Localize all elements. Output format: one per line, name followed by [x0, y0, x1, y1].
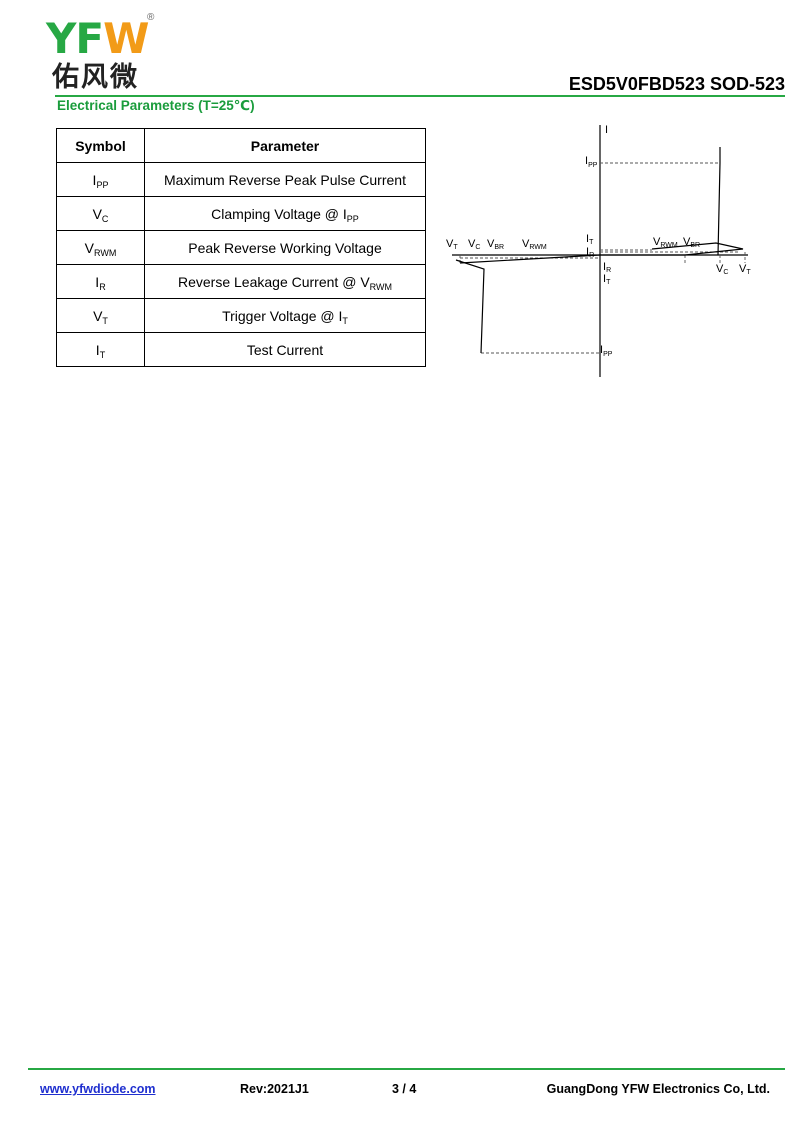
parameter-cell: Peak Reverse Working Voltage	[144, 230, 426, 265]
header-divider	[55, 95, 785, 97]
label-vc-left: VC	[468, 238, 480, 251]
parameter-cell: Trigger Voltage @ IT	[144, 298, 426, 333]
label-vrwm-left: VRWM	[522, 238, 547, 251]
label-ipp-lower: IPP	[600, 344, 613, 358]
header-parameter: Parameter	[144, 128, 426, 163]
table-row: VT Trigger Voltage @ IT	[56, 298, 426, 333]
header-symbol: Symbol	[56, 128, 145, 163]
parameter-cell: Clamping Voltage @ IPP	[144, 196, 426, 231]
label-ir-upper: IR	[586, 246, 594, 259]
label-vbr-left: VBR	[487, 238, 504, 251]
label-vt-right: VT	[739, 263, 751, 276]
website-link[interactable]: www.yfwdiode.com	[40, 1082, 156, 1096]
parameter-cell: Reverse Leakage Current @ VRWM	[144, 264, 426, 299]
parameter-cell: Test Current	[144, 332, 426, 367]
symbol-cell: VC	[56, 196, 145, 231]
symbol-cell: VRWM	[56, 230, 145, 265]
logo-wordmark: YFW	[46, 14, 149, 63]
label-it-upper: IT	[586, 233, 594, 246]
table-row: VC Clamping Voltage @ IPP	[56, 196, 426, 231]
parameters-table: Symbol Parameter IPP Maximum Reverse Pea…	[56, 128, 426, 367]
symbol-cell: IPP	[56, 162, 145, 197]
label-vc-right: VC	[716, 263, 728, 276]
axis-label-i: I	[605, 124, 608, 136]
label-vt-left: VT	[446, 238, 458, 251]
company-logo: YFW ® 佑风微	[46, 12, 166, 94]
label-ir-lower: IR	[603, 261, 611, 274]
company-name: GuangDong YFW Electronics Co, Ltd.	[546, 1082, 770, 1096]
label-vrwm-right: VRWM	[653, 236, 678, 249]
label-ipp-upper: IPP	[585, 155, 598, 169]
label-vbr-right: VBR	[683, 236, 700, 249]
footer-divider	[28, 1068, 785, 1070]
symbol-cell: IR	[56, 264, 145, 299]
document-title: ESD5V0FBD523 SOD-523	[568, 74, 785, 94]
table-row: VRWM Peak Reverse Working Voltage	[56, 230, 426, 265]
reference-lines	[459, 162, 746, 354]
iv-curve	[455, 147, 744, 354]
symbol-cell: IT	[56, 332, 145, 367]
table-row: IT Test Current	[56, 332, 426, 367]
table-row: IR Reverse Leakage Current @ VRWM	[56, 264, 426, 299]
iv-curve-diagram: I IPP IPP VT VC VBR VRWM IT IR IR IT VRW…	[446, 124, 751, 377]
section-title: Electrical Parameters (T=25℃)	[57, 98, 255, 113]
registered-mark-icon: ®	[147, 12, 155, 23]
table-header-row: Symbol Parameter	[56, 128, 426, 163]
parameter-cell: Maximum Reverse Peak Pulse Current	[144, 162, 426, 197]
table-row: IPP Maximum Reverse Peak Pulse Current	[56, 162, 426, 197]
page-number: 3 / 4	[392, 1082, 417, 1096]
label-it-lower: IT	[603, 273, 611, 286]
logo-chinese-name: 佑风微	[52, 62, 139, 93]
symbol-cell: VT	[56, 298, 145, 333]
revision-label: Rev:2021J1	[240, 1082, 309, 1096]
